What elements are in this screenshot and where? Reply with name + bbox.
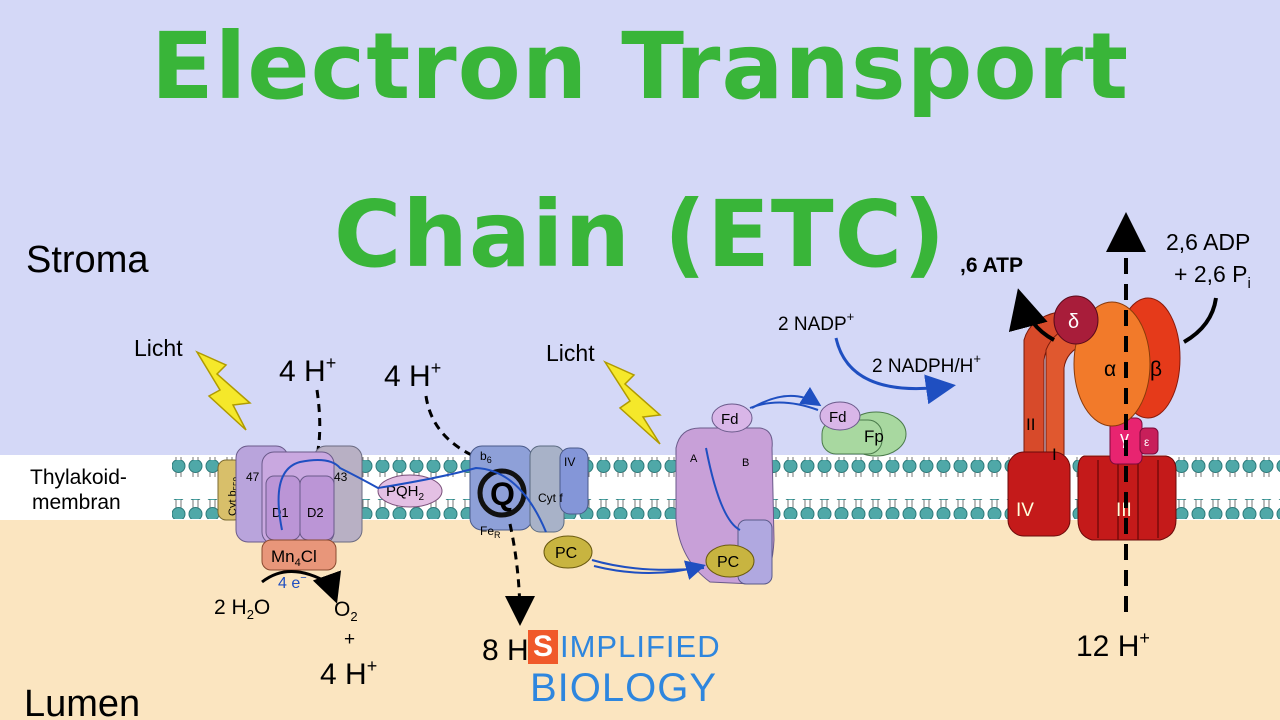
proton-label-pq: 4 H+ [384, 358, 441, 393]
ps1-b-label: B [742, 457, 749, 469]
fd-transfer-arrow [751, 386, 822, 409]
atp-synthase-iv [1007, 451, 1071, 537]
lumen-region [0, 520, 1280, 720]
logo-line-1: IMPLIFIED [560, 629, 721, 664]
ps2-d2-label: D2 [307, 505, 324, 520]
cytb6f-f-subunit [529, 445, 565, 533]
plastocyanin-1 [543, 535, 593, 569]
logo-line-2: BIOLOGY [530, 666, 718, 710]
light-label-1: Licht [134, 335, 183, 361]
adp-label-2: + 2,6 Pi [1174, 261, 1251, 292]
atp-synthase-i-label: I [1052, 445, 1057, 464]
atp-synthase-gamma-label: γ [1120, 428, 1129, 448]
ferredoxin-ps1 [711, 403, 753, 433]
membrane-label-2: membran [32, 491, 121, 514]
atp-synthase-alpha-label: α [1104, 358, 1116, 381]
membrane-label-box [0, 458, 172, 520]
pqh2-label: PQH2 [386, 483, 425, 503]
plastocyanin-2-label: PC [717, 554, 739, 571]
water-label: 2 H2O [214, 596, 270, 622]
membrane-label-1: Thylakoid- [30, 466, 127, 489]
atp-synthase-epsilon-label: ε [1144, 435, 1150, 449]
adp-uptake-arrow [1182, 297, 1218, 344]
water-split-arrow [261, 570, 342, 604]
atp-label: ,6 ATP [960, 254, 1023, 277]
atp-synthase-iv-label: IV [1016, 500, 1034, 521]
adp-label-1: 2,6 ADP [1166, 229, 1250, 255]
electron-count-label: 4 e− [278, 572, 307, 592]
plus-label: + [344, 629, 355, 650]
mn4cl-label: Mn4Cl [271, 547, 317, 569]
ferredoxin-fnr-label: Fd [829, 409, 847, 426]
proton-label-lumen-ps2: 4 H+ [320, 656, 377, 691]
mn4cl-cluster [261, 539, 337, 571]
nadp-label: 2 NADP+ [778, 309, 854, 335]
electron-flow-path [277, 401, 819, 571]
ferredoxin-fnr [819, 401, 861, 431]
ferredoxin-ps1-label: Fd [721, 411, 739, 428]
proton-label-ps2: 4 H+ [279, 353, 336, 388]
plastocyanin-2 [705, 544, 755, 578]
pc-transfer-arrow [593, 560, 706, 580]
pqh2-carrier [377, 474, 443, 508]
ps2-47-label: 47 [246, 470, 260, 484]
lightning-bolt-2-icon [603, 360, 662, 445]
ps2-d1-label: D1 [272, 505, 289, 520]
cytb6f-fe-label: FeR [480, 524, 501, 540]
cytb6f-iv [559, 447, 589, 515]
atp-synthase-ii-label: II [1026, 415, 1035, 434]
ps2-43-label: 43 [334, 470, 348, 484]
atp-synthase-epsilon [1139, 427, 1159, 455]
lightning-bolt-1-icon [195, 350, 252, 431]
stroma-label: Stroma [26, 239, 149, 281]
title-line-2: Chain (ETC) [333, 181, 947, 288]
atp-synthase-delta [1053, 295, 1099, 345]
fnr-fp-label: Fp [864, 427, 884, 446]
light-label-2: Licht [546, 340, 595, 366]
lumen-label: Lumen [24, 683, 140, 720]
nadp-reduction-arrow [834, 337, 956, 405]
atp-synthase-delta-label: δ [1068, 311, 1079, 333]
logo-s-badge: S [528, 630, 558, 664]
proton-arrow-pq [424, 395, 479, 460]
cytb6f-cytf-label: Cyt f [538, 491, 563, 505]
title-line-1: Electron Transport [150, 13, 1130, 120]
atp-release-arrow [1008, 288, 1055, 342]
atp-synthase-beta-label: β [1150, 358, 1162, 381]
proton-arrow-ps2 [315, 389, 322, 451]
nadph-label: 2 NADPH/H+ [872, 351, 981, 377]
proton-label-lumen-b6f: 8 H [482, 634, 529, 667]
atp-synthase-iii-label: III [1116, 500, 1132, 521]
ps1-a-label: A [690, 453, 698, 465]
cytb6f-b6-label: b6 [480, 449, 492, 465]
plastocyanin-1-label: PC [555, 545, 577, 562]
oxygen-label: O2 [334, 598, 358, 624]
proton-arrow-lumen-b6f [504, 523, 535, 626]
cytb6f-iv-label: IV [564, 455, 575, 469]
proton-label-lumen-atp: 12 H+ [1076, 628, 1150, 663]
